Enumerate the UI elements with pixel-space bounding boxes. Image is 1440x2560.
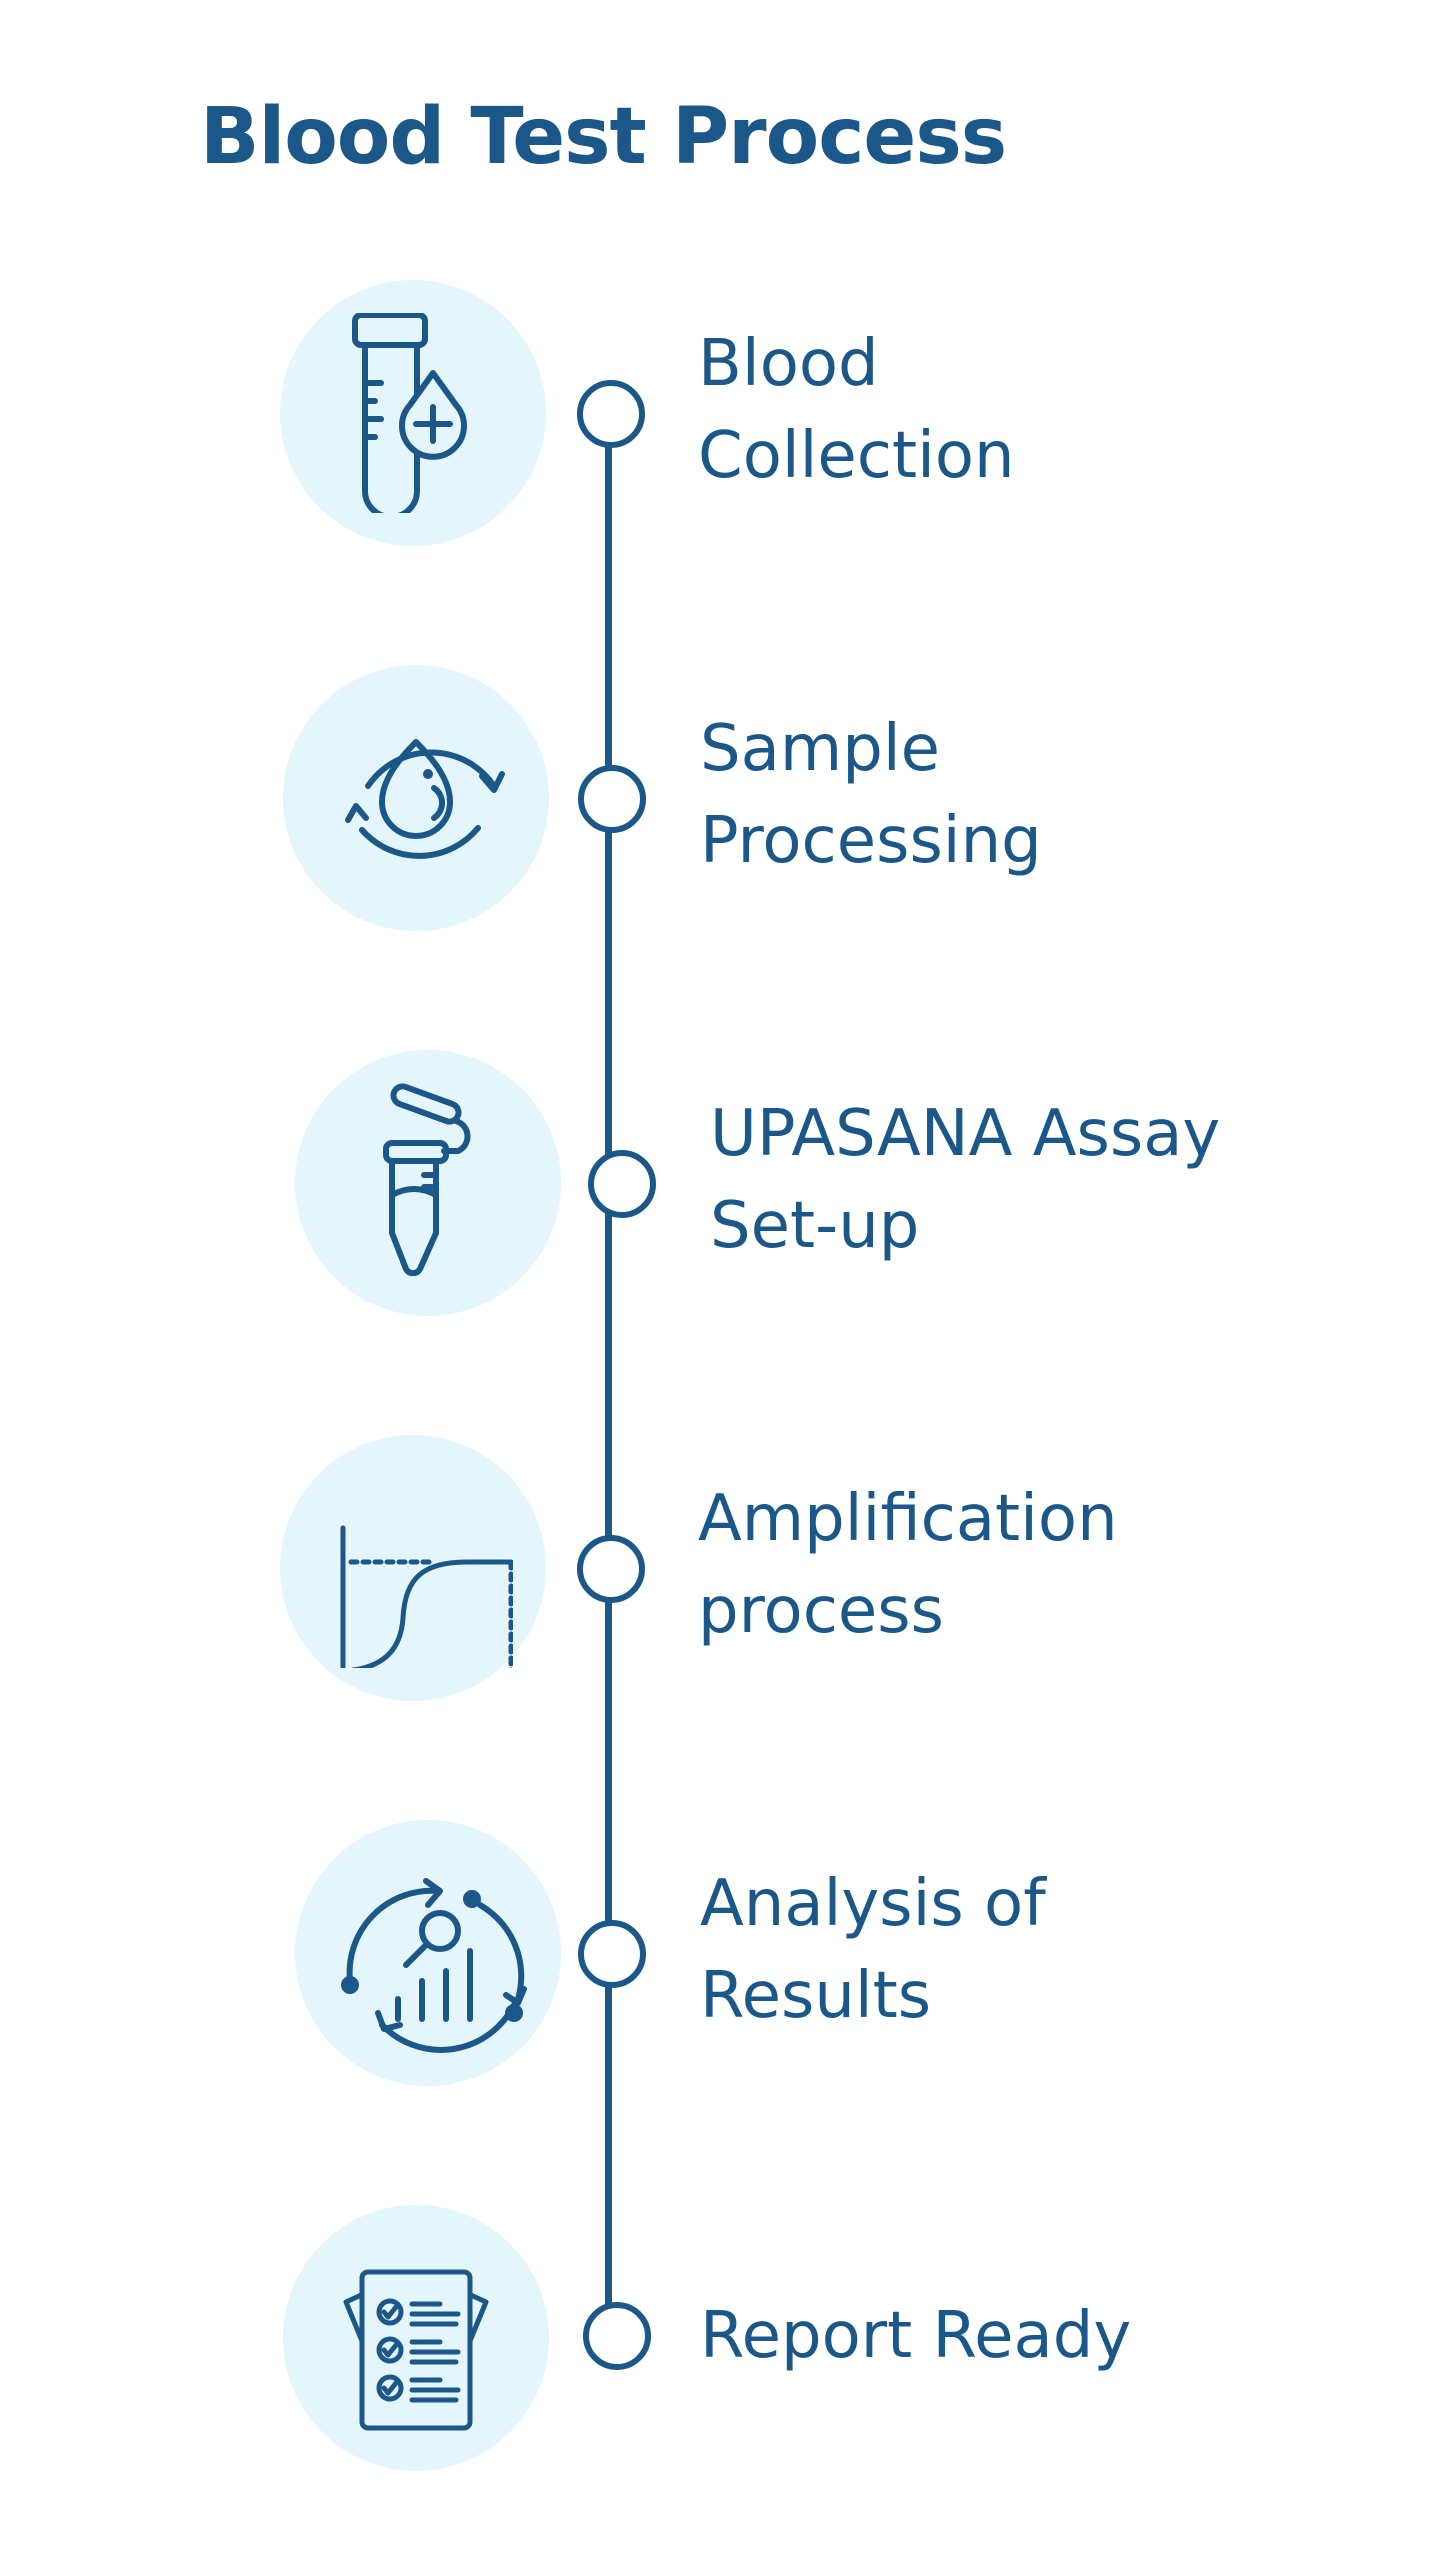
blood-drop-cycle-icon xyxy=(345,739,505,859)
test-tube-blood-drop-icon xyxy=(352,313,467,513)
step-6-node xyxy=(583,2302,651,2370)
step-4-label: Amplification process xyxy=(698,1482,1118,1648)
step-1-label: Blood Collection xyxy=(698,327,1015,493)
step-4-icon-circle xyxy=(280,1435,546,1701)
step-5-icon-circle xyxy=(295,1820,561,2086)
step-3-icon-circle xyxy=(295,1050,561,1316)
page-title: Blood Test Process xyxy=(200,92,1007,182)
step-3-node xyxy=(588,1150,656,1218)
step-2-icon-circle xyxy=(283,665,549,931)
amplification-curve-icon xyxy=(340,1525,513,1668)
analysis-chart-icon xyxy=(341,1878,527,2053)
step-5-label: Analysis of Results xyxy=(700,1867,1046,2033)
step-3-label: UPASANA Assay Set-up xyxy=(710,1097,1221,1263)
report-checklist-icon xyxy=(343,2269,489,2431)
step-6-icon-circle xyxy=(283,2205,549,2471)
step-6-label: Report Ready xyxy=(700,2299,1132,2373)
step-2-node xyxy=(578,765,646,833)
assay-tube-icon xyxy=(383,1083,471,1277)
step-1-icon-circle xyxy=(280,280,546,546)
step-2-label: Sample Processing xyxy=(700,712,1042,878)
step-4-node xyxy=(577,1535,645,1603)
step-5-node xyxy=(578,1920,646,1988)
step-1-node xyxy=(577,380,645,448)
timeline-line xyxy=(605,412,612,2330)
